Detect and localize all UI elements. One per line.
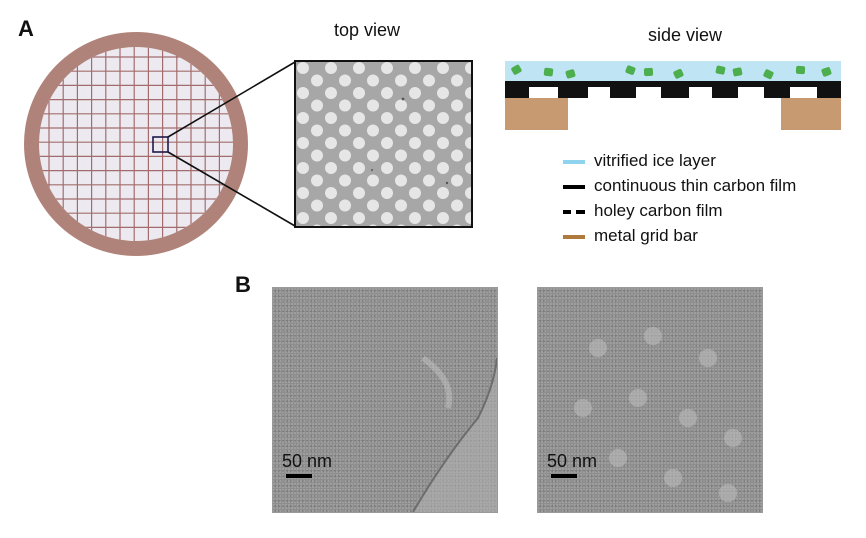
particle bbox=[795, 65, 806, 75]
particle bbox=[715, 65, 726, 75]
scale-label-right: 50 nm bbox=[547, 451, 598, 471]
holey-carbon-segment bbox=[712, 87, 738, 98]
legend-swatch bbox=[563, 235, 585, 239]
zoom-line-top bbox=[167, 61, 296, 138]
top-view-image bbox=[294, 60, 473, 228]
particle bbox=[625, 65, 636, 75]
continuous-carbon-film bbox=[505, 81, 841, 87]
legend-swatch-dashed bbox=[576, 210, 585, 214]
legend-swatch bbox=[563, 185, 585, 189]
micrograph-right-texture bbox=[574, 327, 742, 502]
holey-carbon-film bbox=[505, 87, 841, 98]
grid-bar-right bbox=[781, 98, 841, 130]
particle bbox=[643, 67, 654, 77]
particle bbox=[565, 69, 576, 79]
scale-bar-left bbox=[286, 474, 312, 478]
highlight-square bbox=[152, 136, 169, 153]
side-view-caption: side view bbox=[648, 25, 723, 45]
legend-swatch-dashed bbox=[563, 210, 571, 214]
particle bbox=[821, 67, 832, 77]
side-view-diagram bbox=[505, 61, 841, 130]
panel-label-b: B bbox=[235, 272, 251, 297]
legend-label-ice: vitrified ice layer bbox=[594, 151, 716, 170]
micrograph-left: 50 nm bbox=[272, 287, 498, 513]
grid-mesh-area bbox=[39, 47, 233, 241]
holey-carbon-segment bbox=[817, 87, 841, 98]
legend-label-carbon: continuous thin carbon film bbox=[594, 176, 797, 195]
particle bbox=[543, 67, 554, 77]
particle bbox=[763, 69, 774, 80]
holey-carbon-segment bbox=[558, 87, 588, 98]
legend-swatches bbox=[563, 160, 585, 239]
panel-label-a: A bbox=[18, 16, 34, 41]
legend-label-holey: holey carbon film bbox=[594, 201, 723, 220]
legend-swatch bbox=[563, 160, 585, 164]
grid-bar-left bbox=[505, 98, 568, 130]
grid-mesh bbox=[39, 47, 233, 241]
legend-label-grid-bar: metal grid bar bbox=[594, 226, 698, 245]
micrograph-left-texture bbox=[412, 355, 497, 512]
ice-layer bbox=[505, 61, 841, 81]
holey-carbon-segment bbox=[610, 87, 636, 98]
particle bbox=[511, 64, 522, 75]
holey-carbon-segment bbox=[764, 87, 790, 98]
zoom-line-bottom bbox=[167, 151, 296, 227]
particle bbox=[732, 67, 743, 77]
holey-carbon-segment bbox=[505, 87, 529, 98]
particles bbox=[511, 64, 832, 80]
particle bbox=[673, 68, 684, 79]
holey-carbon-segment bbox=[661, 87, 689, 98]
top-view-caption: top view bbox=[334, 20, 401, 40]
scale-bar-right bbox=[551, 474, 577, 478]
scale-label-left: 50 nm bbox=[282, 451, 333, 471]
grid-diagram bbox=[24, 24, 841, 256]
orientation-mark bbox=[136, 24, 139, 32]
micrograph-right: 50 nm bbox=[537, 287, 763, 513]
